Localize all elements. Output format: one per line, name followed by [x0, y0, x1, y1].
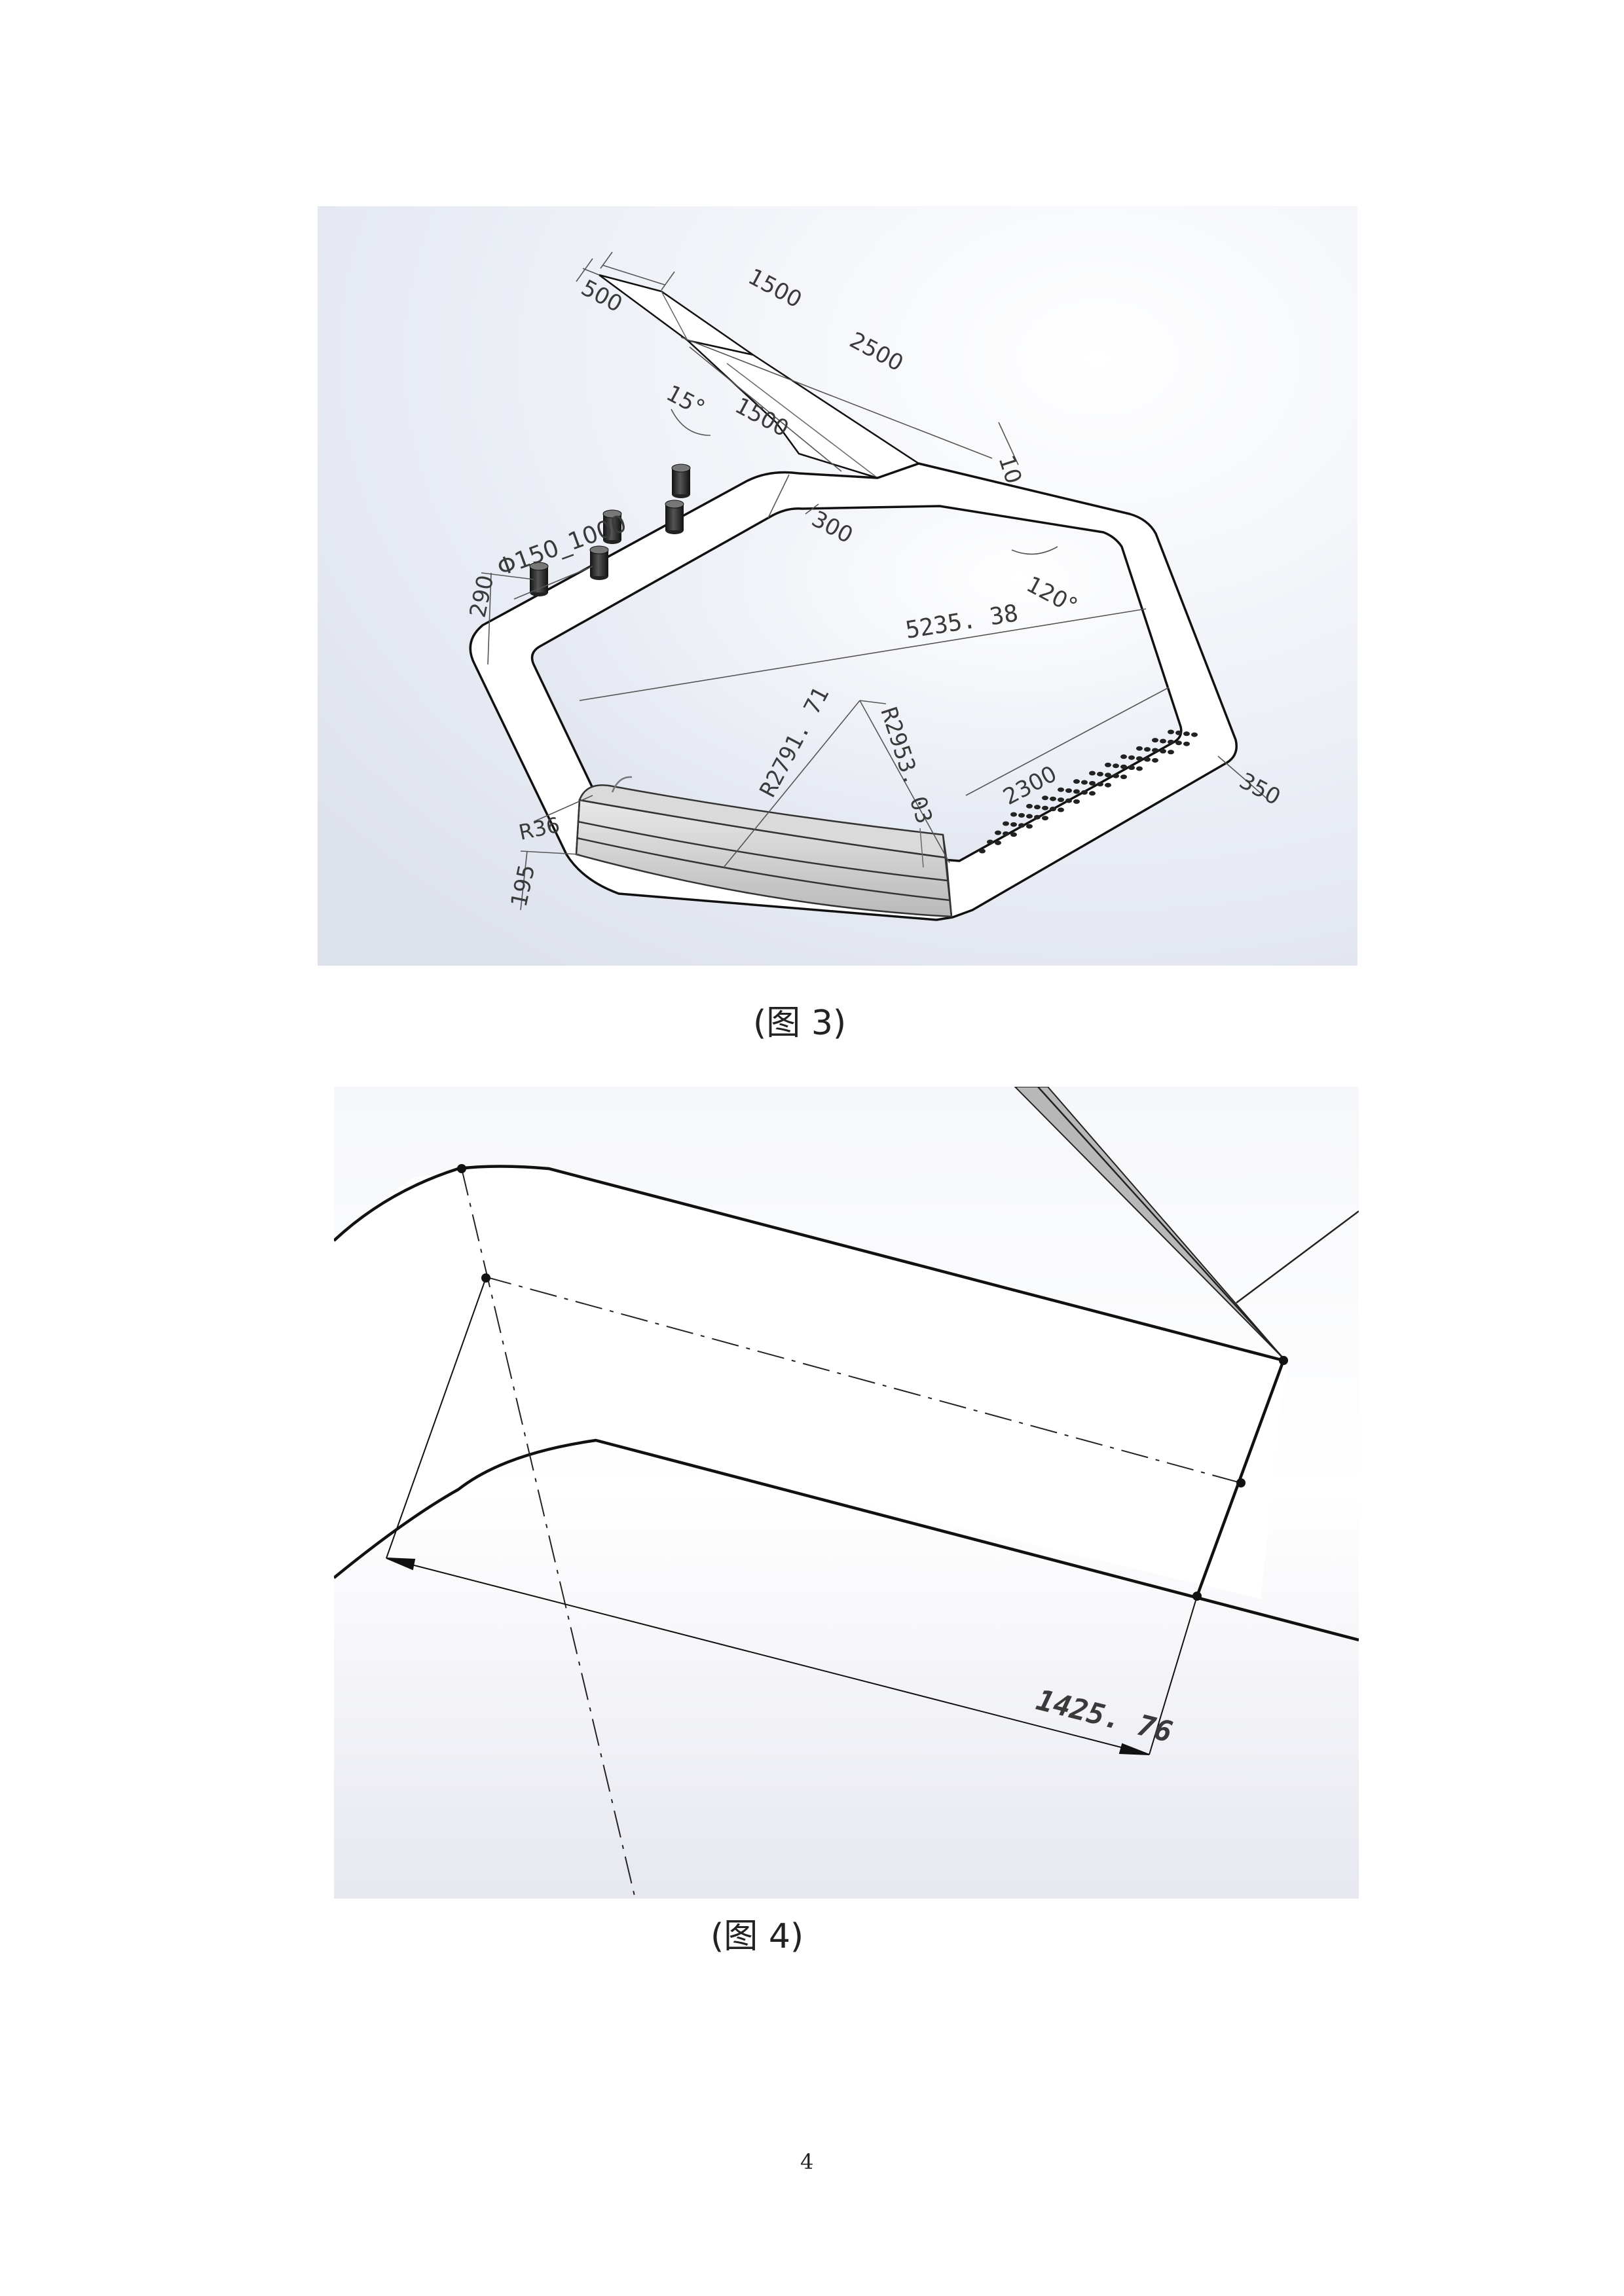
perforation-dot — [1120, 774, 1127, 780]
perforation-dot — [1105, 773, 1111, 778]
dimension-1425 — [386, 1277, 1198, 1755]
perforation-dot — [1089, 791, 1096, 796]
perforation-dot — [1136, 746, 1143, 751]
perforation-dot — [1010, 822, 1017, 827]
perforation-dot — [1168, 739, 1174, 744]
cylinder-inlet — [665, 500, 684, 534]
perforation-dot — [1144, 747, 1151, 752]
perforation-dot — [1191, 732, 1198, 737]
perforation-dot — [1152, 738, 1158, 743]
perforation-dot — [987, 839, 993, 845]
perforation-dot — [1073, 779, 1080, 784]
cylinder-inlet — [671, 464, 691, 498]
perforation-dot — [1152, 757, 1158, 763]
perforation-dot — [1042, 795, 1048, 801]
perforation-dot — [1105, 782, 1111, 788]
perforation-dot — [1175, 730, 1182, 735]
inlet-edge — [1037, 1087, 1284, 1359]
perforation-dot — [1136, 766, 1143, 771]
page-number: 4 — [800, 2149, 814, 2174]
perforation-dot — [1050, 807, 1056, 812]
perforation-dot — [1073, 799, 1080, 804]
inlet-wedge — [1014, 1087, 1284, 1359]
perforation-dot — [1183, 731, 1190, 737]
perforation-dot — [1058, 807, 1064, 812]
perforation-dot — [1113, 763, 1119, 769]
figure-4-detail-drawing: 1425. 76 — [334, 1087, 1359, 1899]
perforation-dot — [1105, 762, 1111, 767]
figure-4-svg: 1425. 76 — [334, 1087, 1359, 1899]
perforation-dot — [1050, 796, 1056, 801]
perforation-dot — [1010, 832, 1017, 837]
perforation-dot — [1065, 798, 1072, 803]
perforation-dot — [1144, 757, 1151, 762]
perforation-dot — [1026, 824, 1033, 829]
perforation-dot — [1089, 780, 1096, 786]
perforation-dot — [1175, 740, 1182, 746]
centerline — [484, 1276, 1242, 1484]
outlet-tray — [575, 776, 953, 918]
radial-centerline — [461, 1168, 636, 1899]
perforation-dot — [995, 830, 1001, 835]
perforation-dot — [1058, 787, 1064, 792]
perforation-dot — [1160, 738, 1166, 744]
perforation-dot — [1183, 741, 1190, 746]
perforation-dot — [1034, 805, 1041, 810]
figure-3-svg: 500 1500 2500 15° 1500 10 300 120° Φ150_… — [318, 206, 1357, 966]
perforation-dot — [1097, 771, 1103, 776]
dimension-lines — [481, 251, 1268, 911]
figure-3-isometric-drawing: 500 1500 2500 15° 1500 10 300 120° Φ150_… — [318, 206, 1357, 966]
perforation-dot — [1042, 816, 1048, 821]
perforation-dot — [1003, 831, 1009, 836]
perforation-dot — [1097, 782, 1103, 787]
perforation-dot — [1018, 812, 1025, 818]
perforation-dot — [1058, 797, 1064, 803]
cylinder-inlet — [589, 545, 609, 580]
perforated-plate — [979, 729, 1198, 854]
perforation-dot — [1026, 814, 1033, 819]
perforation-dot — [979, 848, 986, 854]
perforation-dot — [1073, 789, 1080, 794]
perforation-dot — [1168, 729, 1174, 735]
perforation-dot — [1120, 764, 1127, 769]
perforation-dot — [1010, 812, 1017, 817]
perforation-dot — [1026, 803, 1033, 809]
perforation-dot — [1042, 805, 1048, 811]
perforation-dot — [995, 840, 1001, 845]
perforation-dot — [1120, 754, 1127, 759]
perforation-dot — [1152, 748, 1158, 753]
vertex-points — [457, 1164, 1288, 1601]
perforation-dot — [1160, 748, 1166, 754]
perforation-dot — [1168, 750, 1174, 755]
perforation-dot — [1081, 790, 1088, 795]
outer-edge-right — [1236, 1210, 1359, 1304]
perforation-dot — [1081, 780, 1088, 785]
perforation-dot — [1018, 823, 1025, 828]
perforation-dot — [1003, 821, 1009, 826]
perforation-dot — [1065, 788, 1072, 793]
figure-4-caption: (图 4) — [710, 1917, 804, 1956]
perforation-dot — [1089, 771, 1096, 776]
perforation-dot — [1034, 814, 1041, 820]
channel-region — [334, 1169, 1287, 1599]
perforation-dot — [1113, 773, 1119, 778]
cylinder-inlet — [602, 509, 622, 544]
figure-3-caption: (图 3) — [753, 1004, 847, 1043]
perforation-dot — [1128, 765, 1135, 771]
perforation-dot — [1128, 755, 1135, 760]
perforation-dot — [1136, 756, 1143, 761]
